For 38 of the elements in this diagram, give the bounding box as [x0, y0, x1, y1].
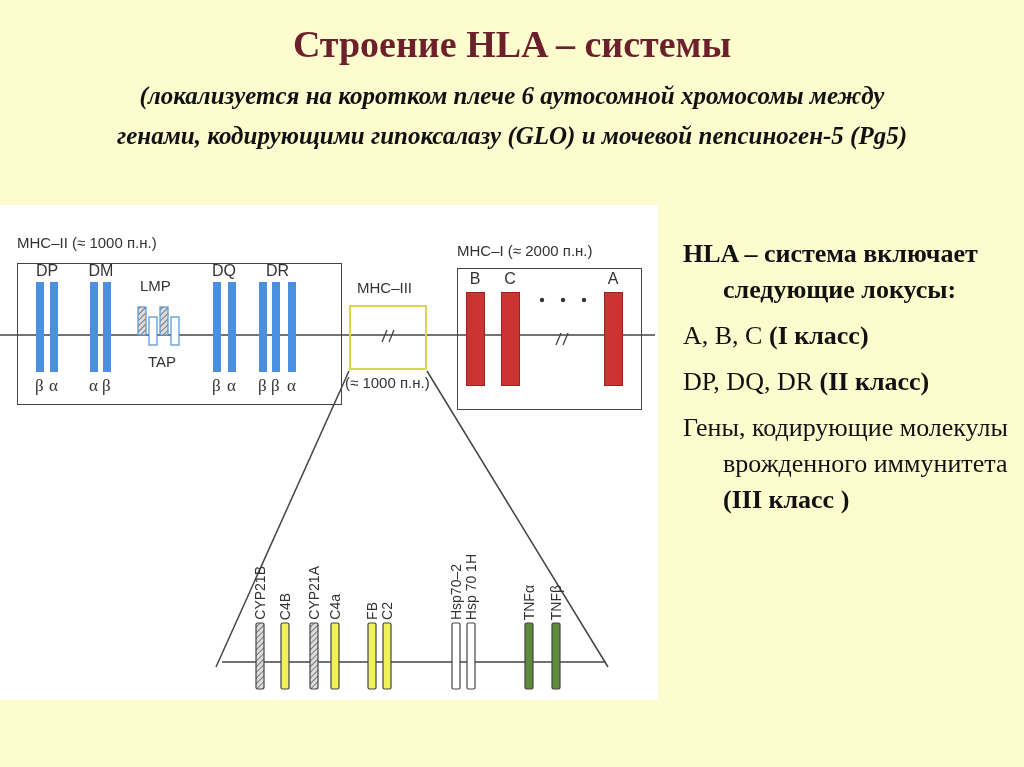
gene-label: TNFα	[521, 584, 537, 620]
gene-label: B	[468, 270, 482, 288]
subunit-label: β	[258, 376, 267, 396]
locus-text: Гены, кодирующие молекулы врожденного иммунитета (III класс )	[683, 412, 1009, 516]
subunit-label: α	[287, 376, 296, 396]
subunit-label: β	[271, 376, 280, 396]
size-note: (≈ 1000 п.н.)	[345, 374, 430, 391]
subunit-label: α	[49, 376, 58, 396]
intro-text: HLA – система включает следующие локусы:	[683, 238, 979, 306]
gene-label: TAP	[148, 353, 177, 370]
gene-label: DR	[264, 262, 291, 280]
gene-label: DQ	[211, 262, 237, 280]
gene-label: DP	[34, 262, 60, 280]
gene-label: CYP21A	[306, 566, 322, 620]
region-heading: MHC–II (≈ 1000 п.н.)	[17, 234, 157, 251]
subunit-label: β	[212, 376, 221, 396]
gene-label: FB	[364, 602, 380, 620]
locus-text: A, B, C (I класс)	[683, 320, 870, 352]
subunit-label: α	[89, 376, 98, 396]
gene-label: Hsp 70 1H	[463, 553, 479, 620]
subunit-label: α	[227, 376, 236, 396]
subunit-label: β	[35, 376, 44, 396]
gene-label: A	[606, 270, 620, 288]
gene-label: TNFβ	[548, 584, 564, 620]
subunit-label: β	[102, 376, 111, 396]
region-heading: MHC–III	[357, 279, 412, 296]
gene-label: Hsp70–2	[448, 563, 464, 620]
region-heading: MHC–I (≈ 2000 п.н.)	[457, 242, 593, 259]
gene-label: C4B	[277, 592, 293, 620]
gene-label: C	[503, 270, 517, 288]
gene-label: CYP21B	[252, 566, 268, 620]
subtitle: (локализуется на коротком плече 6 аутосомной хромосомы между генами, кодирующими гипоксалазу (GLO) и мочевой пепсиноген-5 (Pg5)	[116, 81, 908, 152]
gene-label: DM	[87, 262, 115, 280]
gene-label: C4a	[327, 594, 343, 620]
locus-text: DP, DQ, DR (II класс)	[683, 366, 931, 398]
title: Строение HLA – системы	[291, 22, 733, 66]
gene-label: LMP	[140, 277, 171, 294]
gene-label: C2	[379, 602, 395, 620]
